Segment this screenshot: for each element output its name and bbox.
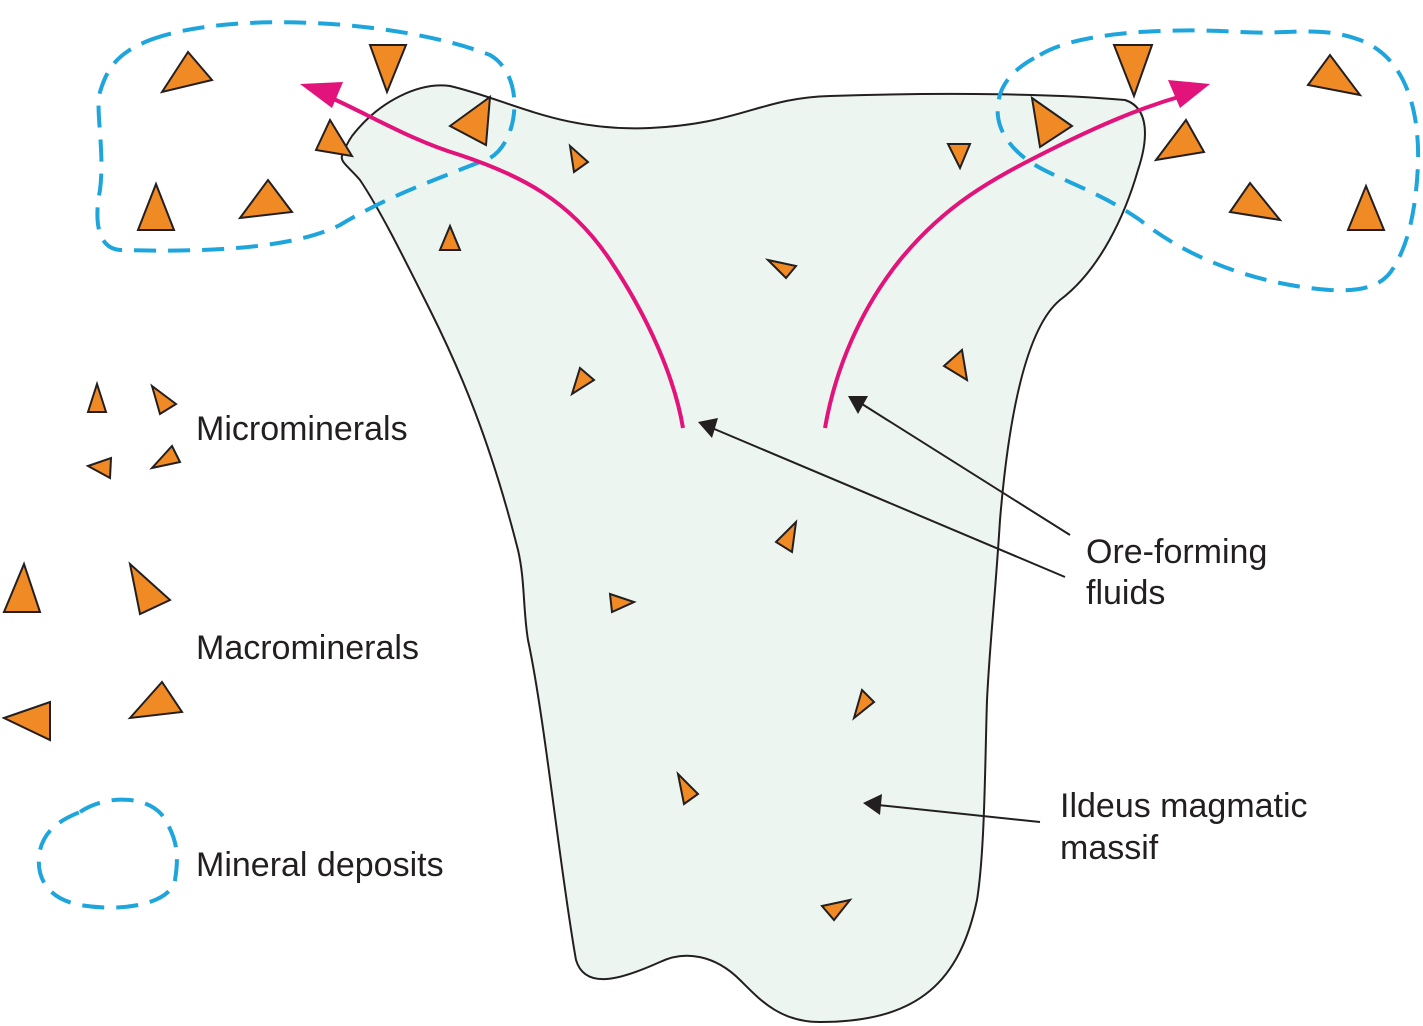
legend-micromineral-triangle xyxy=(150,383,178,416)
legend-macromineral-triangle xyxy=(1,700,51,742)
pointer-arrowhead-right-fluid xyxy=(848,396,868,414)
magmatic-massif-shape xyxy=(340,84,1146,1024)
legend-label-mineral-deposits: Mineral deposits xyxy=(196,846,444,884)
annotation-massif-line2: massif xyxy=(1060,829,1159,867)
macromineral-triangle xyxy=(1030,95,1074,149)
pointer-line-left-fluid xyxy=(711,427,1066,578)
pointer-line-massif xyxy=(877,804,1041,823)
pointer-arrowhead-left-fluid xyxy=(698,418,718,438)
annotation-ore-fluids-line1: Ore-forming xyxy=(1086,533,1268,571)
macromineral-triangle xyxy=(159,50,214,94)
macromineral-triangle xyxy=(1112,44,1154,99)
legend-macromineral-triangle xyxy=(127,680,184,720)
ore-fluid-arrowhead-left xyxy=(300,82,343,108)
macromineral-triangle xyxy=(237,178,294,220)
mineral-deposit-right xyxy=(995,28,1421,293)
legend-label-microminerals: Microminerals xyxy=(196,410,408,448)
macromineral-triangle xyxy=(1153,118,1206,162)
ore-fluid-arrowhead-right xyxy=(1168,80,1210,108)
macromineral-triangle xyxy=(448,94,492,147)
micromineral-triangle xyxy=(568,143,590,174)
micromineral-triangle xyxy=(676,770,700,806)
annotation-massif-line1: Ildeus magmatic xyxy=(1060,787,1308,825)
legend-macromineral-triangle xyxy=(128,561,172,616)
legend-micromineral-triangle xyxy=(149,444,182,470)
annotation-ore-fluids-line2: fluids xyxy=(1086,574,1166,612)
macromineral-triangle xyxy=(136,181,176,231)
micromineral-triangle xyxy=(438,223,462,251)
micromineral-triangle xyxy=(774,519,798,554)
legend-micromineral-triangle xyxy=(86,380,108,413)
micromineral-triangle xyxy=(942,348,969,382)
legend-micromineral-symbols xyxy=(85,380,182,480)
micromineral-triangle xyxy=(820,898,853,922)
macromineral-triangle xyxy=(1228,181,1283,222)
macromineral-triangle xyxy=(1346,183,1386,231)
legend-macromineral-symbols xyxy=(1,561,184,742)
legend-label-macrominerals: Macrominerals xyxy=(196,629,419,667)
macromineral-triangle xyxy=(368,44,408,95)
microminerals-group xyxy=(438,143,972,922)
legend-micromineral-triangle xyxy=(85,456,113,480)
pointer-line-right-fluid xyxy=(861,403,1071,536)
macrominerals-group xyxy=(136,44,1386,231)
ore-fluid-path-right xyxy=(823,93,1186,429)
ore-fluid-path-left xyxy=(324,93,685,429)
pointer-arrowhead-massif xyxy=(863,794,882,815)
legend-macromineral-triangle xyxy=(2,561,42,613)
macromineral-triangle xyxy=(1306,53,1363,97)
micromineral-triangle xyxy=(852,688,876,721)
macromineral-triangle xyxy=(314,117,354,158)
mineral-deposits-legend-symbol xyxy=(36,797,179,910)
micromineral-triangle xyxy=(764,258,798,280)
micromineral-triangle xyxy=(570,366,596,397)
micromineral-triangle xyxy=(608,592,637,614)
micromineral-triangle xyxy=(946,143,972,171)
